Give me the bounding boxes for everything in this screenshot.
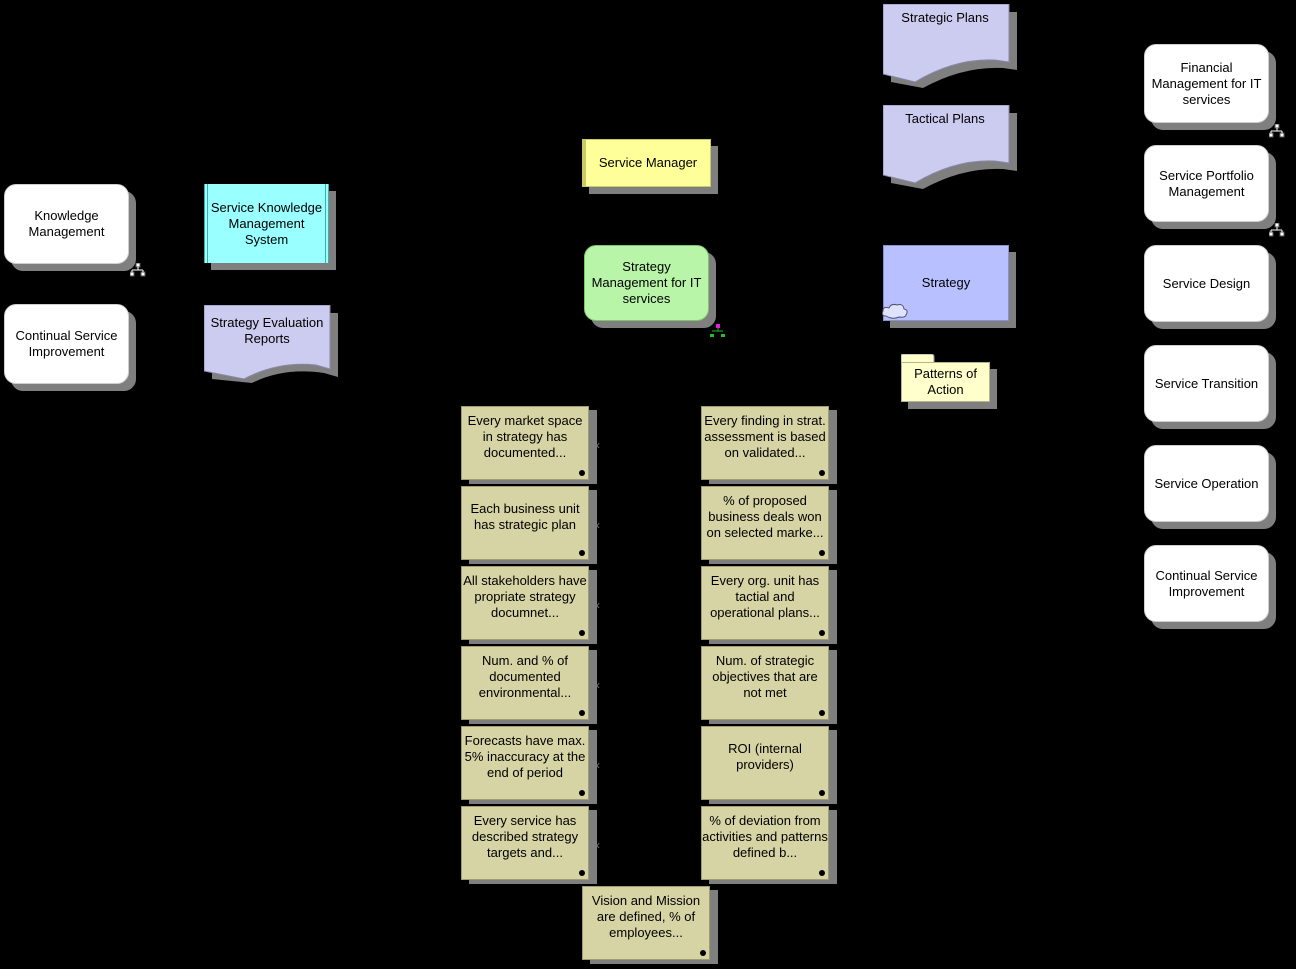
kpi-dot-icon xyxy=(579,870,585,876)
kpi-label: Every org. unit has tactial and operatio… xyxy=(710,573,820,620)
kpi-dot-icon xyxy=(700,950,706,956)
patterns-label: Patterns of Action xyxy=(914,366,977,397)
process-service-operation[interactable]: Service Operation xyxy=(1144,445,1269,522)
green-hierarchy-icon xyxy=(710,324,725,337)
kpi-dot-icon xyxy=(819,870,825,876)
arrow-icon: ‹ xyxy=(596,758,600,772)
strategy-label: Strategy xyxy=(921,275,971,290)
process-continual-service-improvement-left[interactable]: Continual Service Improvement xyxy=(4,304,129,384)
hierarchy-icon xyxy=(1269,124,1285,138)
kpi-label: % of deviation from activities and patte… xyxy=(702,813,828,860)
kpi-dot-icon xyxy=(819,630,825,636)
doc-label: Strategic Plans xyxy=(901,10,989,25)
kpi-label: Vision and Mission are defined, % of emp… xyxy=(591,893,701,940)
skms-label: Service Knowledge Management System xyxy=(210,199,323,247)
kpi-right-6[interactable]: % of deviation from activities and patte… xyxy=(701,806,829,880)
kpi-left-3[interactable]: All stakeholders have propriate strategy… xyxy=(461,566,600,640)
process-label: Knowledge Management xyxy=(28,208,105,239)
process-label: Financial Management for IT services xyxy=(1151,59,1262,107)
folder-icon xyxy=(901,354,935,364)
patterns-of-action[interactable]: Patterns of Action xyxy=(901,362,990,402)
doc-label: Tactical Plans xyxy=(905,111,985,126)
arrow-icon: ‹ xyxy=(596,518,600,532)
kpi-dot-icon xyxy=(819,470,825,476)
doc-label: Strategy Evaluation Reports xyxy=(210,315,324,346)
process-label: Service Transition xyxy=(1154,375,1259,391)
process-label: Service Design xyxy=(1162,275,1251,291)
process-label: Service Portfolio Management xyxy=(1159,167,1254,199)
kpi-dot-icon xyxy=(579,710,585,716)
kpi-dot-icon xyxy=(579,630,585,636)
doc-strategy-evaluation-reports[interactable]: Strategy Evaluation Reports xyxy=(204,305,338,387)
arrow-icon: ‹ xyxy=(596,598,600,612)
process-label: Continual Service Improvement xyxy=(1155,567,1258,599)
document-shape xyxy=(883,105,1017,189)
kpi-dot-icon xyxy=(819,790,825,796)
kpi-left-4[interactable]: Num. and % of documented environmental..… xyxy=(461,646,600,720)
kpi-dot-icon xyxy=(579,550,585,556)
kpi-left-1[interactable]: Every market space in strategy has docum… xyxy=(461,406,600,480)
kpi-dot-icon xyxy=(579,470,585,476)
role-service-manager[interactable]: Service Manager xyxy=(582,139,711,187)
kpi-label: Each business unit has strategic plan xyxy=(470,501,580,532)
process-label: Continual Service Improvement xyxy=(15,328,118,359)
kpi-label: Forecasts have max. 5% inaccuracy at the… xyxy=(464,733,586,780)
process-service-design[interactable]: Service Design xyxy=(1144,245,1269,322)
kpi-left-2[interactable]: Each business unit has strategic plan ‹ xyxy=(461,486,600,560)
document-shape xyxy=(204,305,338,383)
kpi-label: % of proposed business deals won on sele… xyxy=(706,493,824,540)
kpi-label: Every finding in strat. assessment is ba… xyxy=(704,413,826,460)
hierarchy-icon xyxy=(1269,223,1285,237)
kpi-left-5[interactable]: Forecasts have max. 5% inaccuracy at the… xyxy=(461,726,600,800)
arrow-icon: ‹ xyxy=(596,678,600,692)
kpi-dot-icon xyxy=(819,710,825,716)
cloud-icon xyxy=(881,303,908,319)
process-label: Service Operation xyxy=(1154,475,1259,491)
kpi-dot-icon xyxy=(579,790,585,796)
kpi-label: ROI (internal providers) xyxy=(728,741,802,772)
kpi-right-2[interactable]: % of proposed business deals won on sele… xyxy=(701,486,829,560)
kpi-right-4[interactable]: Num. of strategic objectives that are no… xyxy=(701,646,829,720)
kpi-dot-icon xyxy=(819,550,825,556)
doc-strategic-plans[interactable]: Strategic Plans xyxy=(883,4,1017,88)
kpi-right-5[interactable]: ROI (internal providers) xyxy=(701,726,829,800)
process-service-portfolio-management[interactable]: Service Portfolio Management xyxy=(1144,145,1269,222)
kpi-bottom[interactable]: Vision and Mission are defined, % of emp… xyxy=(582,886,710,960)
kpi-label: Num. and % of documented environmental..… xyxy=(478,653,572,700)
arrow-icon: ‹ xyxy=(596,438,600,452)
doc-tactical-plans[interactable]: Tactical Plans xyxy=(883,105,1017,189)
document-shape xyxy=(883,4,1017,88)
process-service-transition[interactable]: Service Transition xyxy=(1144,345,1269,422)
process-financial-management[interactable]: Financial Management for IT services xyxy=(1144,44,1269,123)
kpi-right-1[interactable]: Every finding in strat. assessment is ba… xyxy=(701,406,829,480)
kpi-label: All stakeholders have propriate strategy… xyxy=(463,573,587,620)
role-label: Service Manager xyxy=(598,155,698,170)
skms-system[interactable]: Service Knowledge Management System xyxy=(204,184,329,263)
hierarchy-icon xyxy=(130,263,146,277)
kpi-left-6[interactable]: Every service has described strategy tar… xyxy=(461,806,600,880)
process-strategy-management[interactable]: Strategy Management for IT services xyxy=(584,245,709,321)
kpi-label: Num. of strategic objectives that are no… xyxy=(712,653,818,700)
kpi-label: Every market space in strategy has docum… xyxy=(467,413,583,460)
process-label: Strategy Management for IT services xyxy=(591,259,702,306)
process-knowledge-management[interactable]: Knowledge Management xyxy=(4,184,129,264)
arrow-icon: ‹ xyxy=(596,838,600,852)
process-continual-service-improvement-right[interactable]: Continual Service Improvement xyxy=(1144,545,1269,622)
kpi-right-3[interactable]: Every org. unit has tactial and operatio… xyxy=(701,566,829,640)
kpi-label: Every service has described strategy tar… xyxy=(471,813,579,860)
